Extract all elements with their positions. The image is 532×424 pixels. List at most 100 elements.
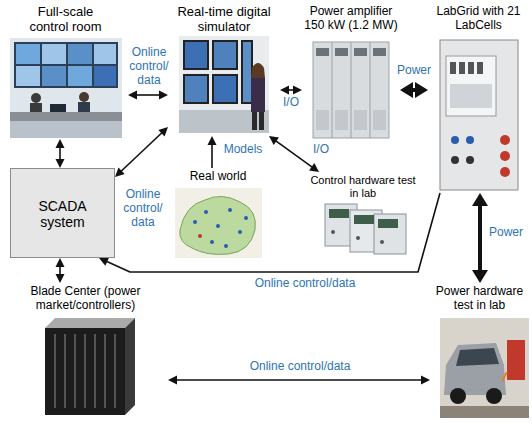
simulator-photo-part xyxy=(251,63,265,78)
edge-label: I/O xyxy=(310,143,332,157)
arrowhead xyxy=(56,274,65,283)
map-picture-part xyxy=(180,196,256,254)
labgrid-photo-part xyxy=(500,151,510,161)
server-photo-part xyxy=(104,334,106,408)
server-photo-part xyxy=(125,318,135,415)
map-picture-part xyxy=(193,220,197,224)
simulator-photo-part xyxy=(243,42,251,102)
amplifier-photo-part xyxy=(354,110,367,130)
simulator-photo-part xyxy=(212,74,238,104)
arrowhead xyxy=(128,91,137,100)
map-picture-part xyxy=(228,208,232,212)
relay-photo-part xyxy=(356,236,360,240)
labgrid-photo-part xyxy=(466,136,474,144)
picture-node: Blade Center (power market/controllers) xyxy=(3,283,168,421)
server-photo-part xyxy=(74,334,76,408)
car-photo-part xyxy=(507,340,525,380)
connector xyxy=(280,86,302,95)
node-heading: Blade Center (power market/controllers) xyxy=(4,283,167,313)
car-photo-part xyxy=(456,348,499,366)
arrowhead xyxy=(309,163,319,172)
arrowhead xyxy=(472,193,488,206)
picture-node: Power hardware test in lab xyxy=(430,283,529,421)
arrowhead xyxy=(400,82,413,98)
edge-label: Power xyxy=(394,64,434,78)
control-room-photo-part xyxy=(14,42,118,88)
car-photo-part xyxy=(450,388,466,404)
simulator-photo-part xyxy=(179,36,269,133)
amplifier-photo-part xyxy=(351,42,352,138)
picture-node: Control hardware test in lab xyxy=(308,172,418,258)
arrowhead xyxy=(56,139,65,148)
connector-line xyxy=(412,88,416,92)
edge-label: Power xyxy=(486,226,526,240)
simulator-photo xyxy=(179,36,269,133)
connector-line xyxy=(211,144,213,168)
process-box: SCADA system xyxy=(10,168,115,258)
relay-photo xyxy=(325,204,406,254)
simulator-photo-part xyxy=(212,40,238,70)
amplifier-photo-part xyxy=(373,110,386,130)
simulator-photo-part xyxy=(179,110,269,133)
node-heading: SCADA system xyxy=(15,196,110,230)
arrowhead xyxy=(208,136,217,145)
arrowhead xyxy=(159,91,168,100)
control-room-photo xyxy=(10,38,122,138)
control-room-photo-part xyxy=(10,120,122,138)
map-picture-part xyxy=(244,216,248,220)
simulator-photo-part xyxy=(214,42,236,68)
labgrid-photo xyxy=(440,40,518,190)
labgrid-photo-part xyxy=(468,62,474,74)
map-picture-part xyxy=(216,224,220,228)
connector-line xyxy=(478,205,482,271)
edge-label: Online control/data xyxy=(240,277,370,291)
map-picture-part xyxy=(198,234,202,238)
connector-line xyxy=(59,266,61,275)
control-room-photo-part xyxy=(16,66,40,86)
connector xyxy=(208,136,217,168)
amplifier-photo-part xyxy=(316,110,329,130)
amplifier-photo xyxy=(313,42,389,138)
connector-line xyxy=(121,132,162,171)
amplifier-photo-part xyxy=(316,48,329,56)
map-picture-part xyxy=(175,188,262,258)
node-heading: Full-scale control room xyxy=(18,3,113,35)
labgrid-photo-part xyxy=(477,62,483,74)
node-heading: Power amplifier 150 kW (1.2 MW) xyxy=(303,3,399,33)
control-room-photo-part xyxy=(42,44,66,64)
connector xyxy=(56,258,65,283)
arrowhead xyxy=(421,376,430,385)
amplifier-photo-part xyxy=(335,110,348,130)
simulator-photo-part xyxy=(259,112,264,130)
labgrid-photo-part xyxy=(450,84,492,108)
simulator-photo-part xyxy=(252,112,257,130)
labgrid-photo-part xyxy=(440,40,518,190)
node-heading: Real world xyxy=(169,168,267,184)
amplifier-photo-part xyxy=(370,42,371,138)
control-room-photo-part xyxy=(10,38,122,138)
labgrid-photo-part xyxy=(450,62,456,74)
simulator-photo-part xyxy=(251,78,265,112)
map-picture-part xyxy=(210,240,214,244)
node-heading: Real-time digital simulator xyxy=(174,3,274,35)
arrowhead xyxy=(269,136,279,145)
node-heading: Power hardware test in lab xyxy=(431,283,528,313)
arrowhead xyxy=(56,258,65,267)
arrowhead xyxy=(56,159,65,168)
car-photo-part xyxy=(444,343,506,395)
edge-label: Online control/ data xyxy=(120,188,166,229)
amplifier-photo-part xyxy=(354,48,367,56)
connector xyxy=(56,139,65,168)
control-room-photo-part xyxy=(42,66,66,86)
amplifier-photo-part xyxy=(313,42,389,138)
connector xyxy=(115,127,168,177)
map-picture-part xyxy=(238,230,242,234)
server-photo-part xyxy=(45,328,125,415)
amplifier-photo-part xyxy=(373,48,386,56)
arrowhead xyxy=(280,86,289,95)
connector xyxy=(128,91,168,100)
server-photo-part xyxy=(64,334,66,408)
control-room-photo-part xyxy=(94,66,116,86)
relay-photo-part xyxy=(329,209,349,218)
server-photo-part xyxy=(84,334,86,408)
